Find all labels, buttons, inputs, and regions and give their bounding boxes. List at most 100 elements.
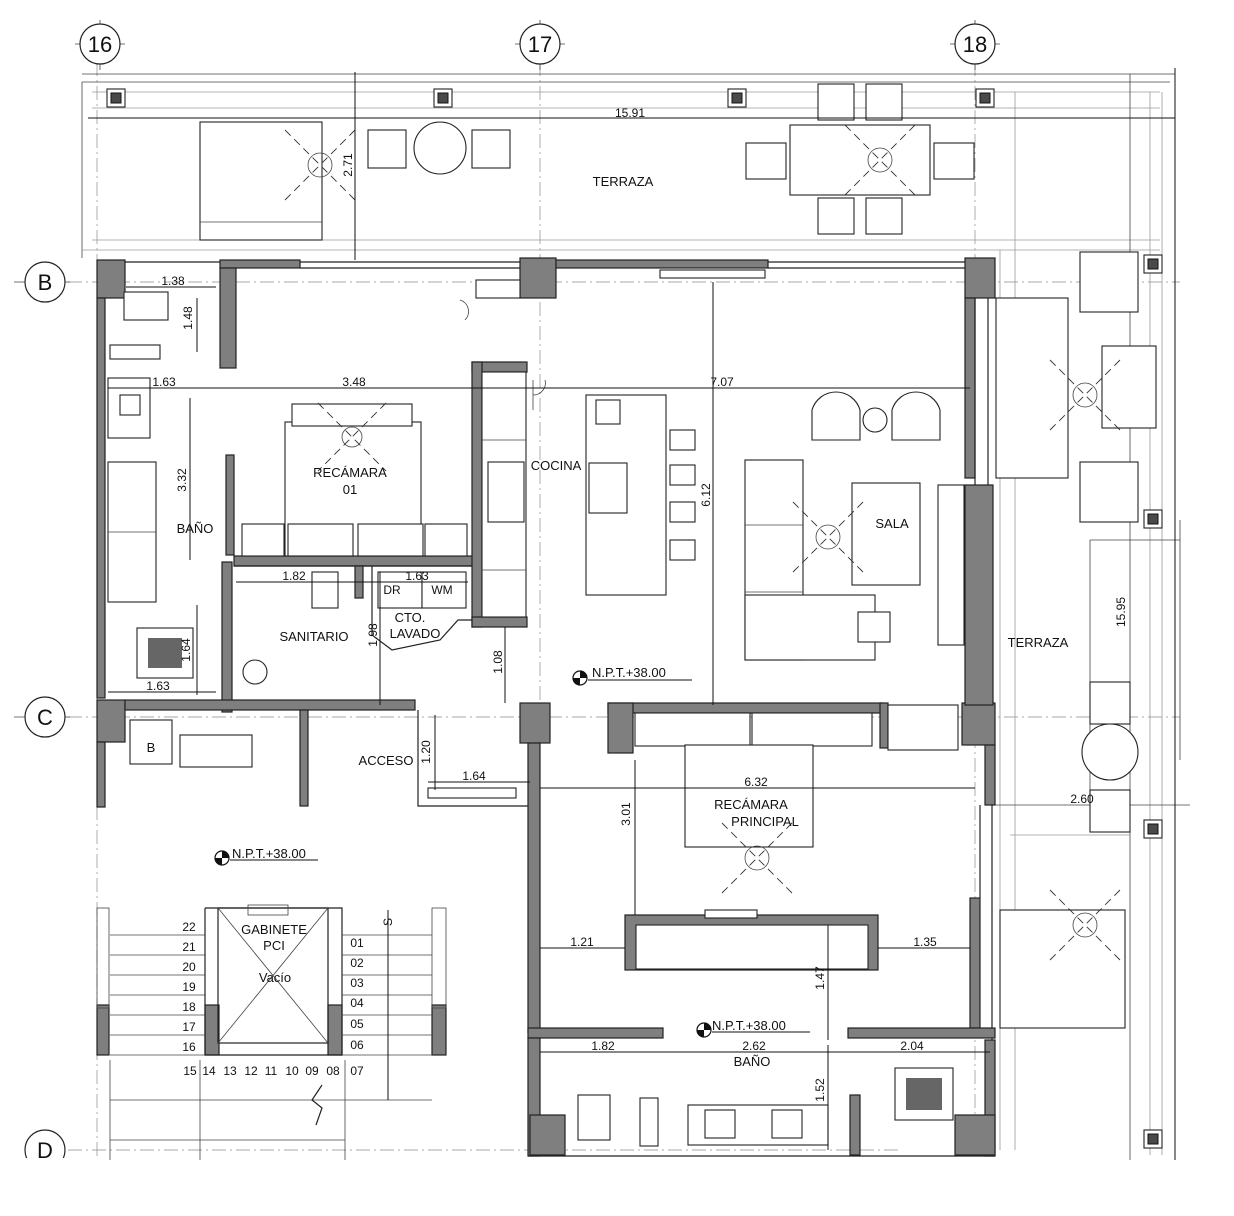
step-05: 05 <box>350 1017 364 1031</box>
dim-1-64-acceso: 1.64 <box>462 769 486 783</box>
room-label-cto: CTO. <box>395 610 426 625</box>
label-gabinete: GABINETE <box>241 922 307 937</box>
dim-1-82-bath: 1.82 <box>591 1039 615 1053</box>
level-label-main: N.P.T.+38.00 <box>592 665 666 680</box>
room-label-sala: SALA <box>875 516 909 531</box>
room-label-recamara-01: RECÁMARA <box>313 465 387 480</box>
label-vacio: Vacío <box>259 970 291 985</box>
dim-1-82-sanitario: 1.82 <box>282 569 306 583</box>
grid-label-17: 17 <box>528 32 552 57</box>
dim-6-12: 6.12 <box>699 483 713 507</box>
terrace-columns <box>106 88 1163 1149</box>
appliance-label-dr: DR <box>383 583 401 597</box>
step-04: 04 <box>350 996 364 1010</box>
grid-label-B: B <box>38 270 53 295</box>
step-22: 22 <box>182 920 196 934</box>
dim-3-48: 3.48 <box>342 375 366 389</box>
step-08: 08 <box>326 1064 340 1078</box>
appliance-label-wm: WM <box>431 583 452 597</box>
dim-1-47: 1.47 <box>813 966 827 990</box>
stair-up-mark: S <box>381 918 395 926</box>
dim-1-63-bottom: 1.63 <box>146 679 170 693</box>
step-06: 06 <box>350 1038 364 1052</box>
grid-label-C: C <box>37 705 53 730</box>
dim-6-32: 6.32 <box>744 775 768 789</box>
grid-bubble-C: C <box>14 696 70 738</box>
grid-label-18: 18 <box>963 32 987 57</box>
dim-1-35: 1.35 <box>913 935 937 949</box>
furniture <box>107 83 1157 1147</box>
room-label-terraza-top: TERRAZA <box>593 174 654 189</box>
grid-label-16: 16 <box>88 32 112 57</box>
room-label-bano-left: BAÑO <box>177 521 214 536</box>
step-16: 16 <box>182 1040 196 1054</box>
dim-1-63-top: 1.63 <box>152 375 176 389</box>
step-03: 03 <box>350 976 364 990</box>
ceiling-fan-icon <box>1049 889 1121 961</box>
grid-bubble-D: D <box>0 1129 120 1216</box>
level-marker-main: N.P.T.+38.00 <box>572 665 692 686</box>
grid-bubble-16: 16 <box>75 20 125 70</box>
dim-3-01: 3.01 <box>619 802 633 826</box>
dim-1-48: 1.48 <box>181 306 195 330</box>
step-19: 19 <box>182 980 196 994</box>
step-13: 13 <box>223 1064 237 1078</box>
room-label-recamara-principal: RECÁMARA <box>714 797 788 812</box>
step-15: 15 <box>183 1064 197 1078</box>
dim-2-60: 2.60 <box>1070 792 1094 806</box>
step-07: 07 <box>350 1064 364 1078</box>
ceiling-fan-icon <box>284 129 356 201</box>
dim-15-95: 15.95 <box>1114 597 1128 627</box>
level-label-stair: N.P.T.+38.00 <box>232 846 306 861</box>
step-12: 12 <box>244 1064 258 1078</box>
step-11: 11 <box>265 1064 278 1078</box>
dim-1-64-bath: 1.64 <box>179 638 193 662</box>
dim-15-91: 15.91 <box>615 106 645 120</box>
walls <box>96 257 996 1157</box>
room-label-recamara-01-number: 01 <box>343 482 357 497</box>
dimension-lines <box>88 68 1176 1160</box>
stair-step-numbers: 22 21 20 19 18 17 16 01 02 03 04 05 06 0… <box>182 918 395 1078</box>
dimension-labels: 15.91 2.71 1.38 1.48 1.63 3.48 7.07 3.32… <box>146 106 1128 1102</box>
dim-1-38: 1.38 <box>161 274 185 288</box>
step-20: 20 <box>182 960 196 974</box>
dim-3-32: 3.32 <box>175 468 189 492</box>
stairs <box>96 904 447 1160</box>
step-02: 02 <box>350 956 364 970</box>
label-pci: PCI <box>263 938 285 953</box>
ceiling-fan-icon <box>721 822 793 894</box>
ceiling-fan-icon <box>1049 359 1121 431</box>
room-label-sanitario: SANITARIO <box>279 629 348 644</box>
room-label-principal: PRINCIPAL <box>731 814 799 829</box>
grid-bubble-17: 17 <box>515 20 565 70</box>
step-18: 18 <box>182 1000 196 1014</box>
dim-1-98: 1.98 <box>366 623 380 647</box>
dim-2-71: 2.71 <box>341 153 355 177</box>
dim-2-04: 2.04 <box>900 1039 924 1053</box>
dim-1-21: 1.21 <box>570 935 594 949</box>
stair-treads-bottom <box>109 910 432 1160</box>
step-17: 17 <box>182 1020 196 1034</box>
dim-1-52: 1.52 <box>813 1078 827 1102</box>
dim-7-07: 7.07 <box>710 375 734 389</box>
dim-2-62: 2.62 <box>742 1039 766 1053</box>
step-09: 09 <box>305 1064 319 1078</box>
ceiling-fan-icon <box>844 124 916 196</box>
grid-label-D: D <box>37 1138 53 1163</box>
room-label-bano-bottom: BAÑO <box>734 1054 771 1069</box>
step-10: 10 <box>285 1064 299 1078</box>
grid-bubble-B: B <box>14 261 70 303</box>
level-label-bath: N.P.T.+38.00 <box>712 1018 786 1033</box>
room-label-b: B <box>147 740 156 755</box>
step-21: 21 <box>182 940 196 954</box>
dim-1-08: 1.08 <box>491 650 505 674</box>
room-label-lavado: LAVADO <box>390 626 441 641</box>
grid-bubble-18: 18 <box>950 20 1000 70</box>
room-label-terraza-right: TERRAZA <box>1008 635 1069 650</box>
step-14: 14 <box>202 1064 216 1078</box>
dim-1-20: 1.20 <box>419 740 433 764</box>
stair-treads-right <box>342 934 432 1056</box>
level-marker-bath: N.P.T.+38.00 <box>696 1018 810 1038</box>
room-label-cocina: COCINA <box>531 458 582 473</box>
